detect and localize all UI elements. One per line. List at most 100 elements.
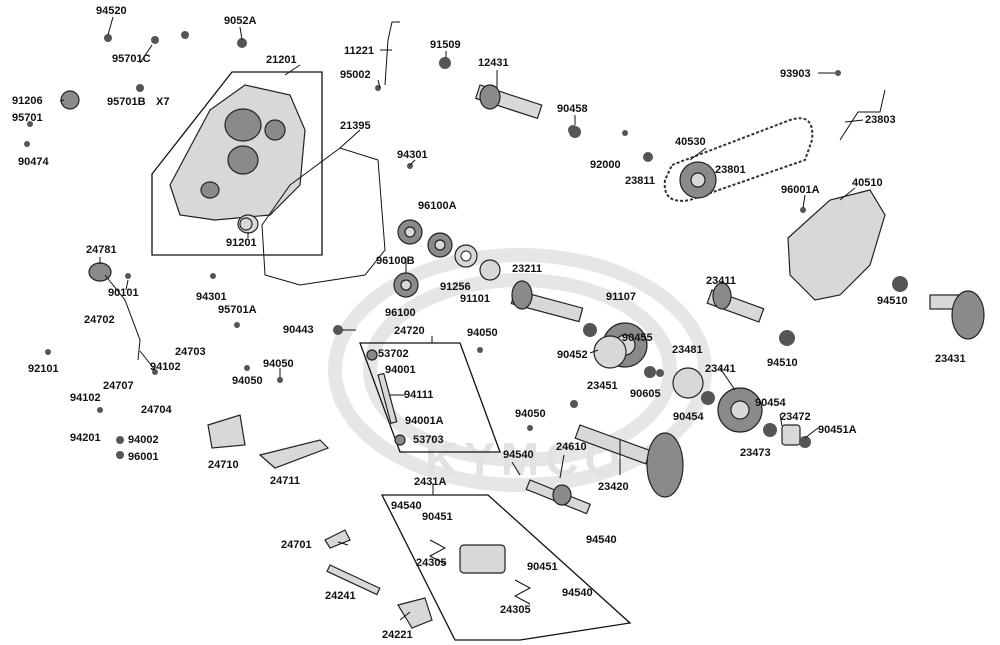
label-94540-top[interactable]: 94540 — [503, 449, 534, 461]
label-24720[interactable]: 24720 — [394, 325, 425, 337]
label-92101[interactable]: 92101 — [28, 363, 59, 375]
shift-arm-23803[interactable] — [839, 89, 886, 141]
label-94050-left[interactable]: 94050 — [263, 358, 294, 370]
breather-hose-11221[interactable] — [384, 21, 400, 86]
oil-seal-91256[interactable] — [454, 244, 478, 268]
bearing-96100[interactable] — [393, 272, 419, 298]
label-40510[interactable]: 40510 — [852, 177, 883, 189]
label-94102-top[interactable]: 94102 — [150, 361, 181, 373]
label-23473[interactable]: 23473 — [740, 447, 771, 459]
label-90451A[interactable]: 90451A — [818, 424, 857, 436]
label-24305-right[interactable]: 24305 — [500, 604, 531, 616]
label-94540-right[interactable]: 94540 — [586, 534, 617, 546]
label-24702[interactable]: 24702 — [84, 314, 115, 326]
label-91201[interactable]: 91201 — [226, 237, 257, 249]
label-90605[interactable]: 90605 — [630, 388, 661, 400]
label-90452[interactable]: 90452 — [557, 349, 588, 361]
shaft-23411[interactable] — [706, 282, 765, 323]
label-40530[interactable]: 40530 — [675, 136, 706, 148]
label-91256[interactable]: 91256 — [440, 281, 471, 293]
label-94050-right[interactable]: 94050 — [515, 408, 546, 420]
label-94111[interactable]: 94111 — [404, 389, 433, 401]
label-95701A[interactable]: 95701A — [218, 304, 257, 316]
transmission-case-21201[interactable] — [169, 84, 306, 234]
label-23420[interactable]: 23420 — [598, 481, 629, 493]
label-94540-bottom[interactable]: 94540 — [562, 587, 593, 599]
label-96100B[interactable]: 96100B — [376, 255, 415, 267]
shift-drum-assembly-24720[interactable] — [366, 349, 406, 446]
bearing-91101[interactable] — [479, 259, 501, 281]
label-24610[interactable]: 24610 — [556, 441, 587, 453]
label-90458[interactable]: 90458 — [557, 103, 588, 115]
label-23801[interactable]: 23801 — [715, 164, 746, 176]
label-9052A[interactable]: 9052A — [224, 15, 256, 27]
label-23441[interactable]: 23441 — [705, 363, 736, 375]
label-53703[interactable]: 53703 — [413, 434, 444, 446]
label-23451[interactable]: 23451 — [587, 380, 618, 392]
label-24781[interactable]: 24781 — [86, 244, 117, 256]
oil-seal-91206[interactable] — [60, 90, 80, 110]
label-24703[interactable]: 24703 — [175, 346, 206, 358]
label-94301-top[interactable]: 94301 — [397, 149, 428, 161]
gasket-21395[interactable] — [261, 147, 386, 286]
label-24241[interactable]: 24241 — [325, 590, 356, 602]
label-90443[interactable]: 90443 — [283, 324, 314, 336]
shift-fork-24221[interactable] — [397, 597, 433, 629]
label-94520[interactable]: 94520 — [96, 5, 127, 17]
bearing-96100A[interactable] — [397, 219, 423, 245]
label-90454-right[interactable]: 90454 — [755, 397, 786, 409]
bushing-23472[interactable] — [781, 424, 801, 446]
label-24305-left[interactable]: 24305 — [416, 557, 447, 569]
label-94201[interactable]: 94201 — [70, 432, 101, 444]
label-91101[interactable]: 91101 — [460, 293, 490, 305]
label-90455[interactable]: 90455 — [622, 332, 653, 344]
label-93903[interactable]: 93903 — [780, 68, 811, 80]
bearing-96100B[interactable] — [427, 232, 453, 258]
label-96001A[interactable]: 96001A — [781, 184, 820, 196]
label-24704[interactable]: 24704 — [141, 404, 172, 416]
drive-chain-40530[interactable] — [663, 117, 814, 202]
label-94050-lower[interactable]: 94050 — [232, 375, 263, 387]
label-23811[interactable]: 23811 — [625, 175, 655, 187]
label-11221[interactable]: 11221 — [344, 45, 374, 57]
output-shaft-12431[interactable] — [474, 84, 543, 120]
label-23481[interactable]: 23481 — [672, 344, 703, 356]
label-94002[interactable]: 94002 — [128, 434, 159, 446]
label-94540-left[interactable]: 94540 — [391, 500, 422, 512]
label-x7[interactable]: X7 — [156, 96, 169, 108]
label-95701B[interactable]: 95701B — [107, 96, 146, 108]
label-24221[interactable]: 24221 — [382, 629, 413, 641]
lever-24711[interactable] — [258, 439, 330, 469]
label-90101[interactable]: 90101 — [108, 287, 139, 299]
shift-lever-24781[interactable] — [88, 262, 141, 361]
label-94050-center[interactable]: 94050 — [467, 327, 498, 339]
label-2431A[interactable]: 2431A — [414, 476, 446, 488]
label-90474[interactable]: 90474 — [18, 156, 49, 168]
shaft-gear-23431[interactable] — [929, 290, 985, 340]
countershaft-23420[interactable] — [574, 424, 684, 498]
shift-fork-assembly-2431A[interactable] — [428, 539, 532, 605]
label-53702[interactable]: 53702 — [378, 348, 409, 360]
label-23472[interactable]: 23472 — [780, 411, 811, 423]
label-24707[interactable]: 24707 — [103, 380, 134, 392]
label-90451-left[interactable]: 90451 — [422, 511, 453, 523]
label-96100[interactable]: 96100 — [385, 307, 416, 319]
label-90454-left[interactable]: 90454 — [673, 411, 704, 423]
label-94102-left[interactable]: 94102 — [70, 392, 101, 404]
label-94510-mid[interactable]: 94510 — [767, 357, 798, 369]
oil-seal-91201[interactable] — [239, 217, 253, 231]
label-95701[interactable]: 95701 — [12, 112, 43, 124]
main-shaft-23211[interactable] — [510, 280, 584, 323]
label-94001[interactable]: 94001 — [385, 364, 416, 376]
label-23211[interactable]: 23211 — [512, 263, 542, 275]
label-96100A[interactable]: 96100A — [418, 200, 457, 212]
chain-cover-40510[interactable] — [787, 189, 886, 301]
fork-rod-24241[interactable] — [326, 564, 381, 596]
label-91206[interactable]: 91206 — [12, 95, 43, 107]
label-96001[interactable]: 96001 — [128, 451, 159, 463]
label-91107[interactable]: 91107 — [606, 291, 636, 303]
shift-shaft-24610[interactable] — [525, 479, 592, 515]
label-24701[interactable]: 24701 — [281, 539, 312, 551]
label-12431[interactable]: 12431 — [478, 57, 509, 69]
label-21395[interactable]: 21395 — [340, 120, 371, 132]
